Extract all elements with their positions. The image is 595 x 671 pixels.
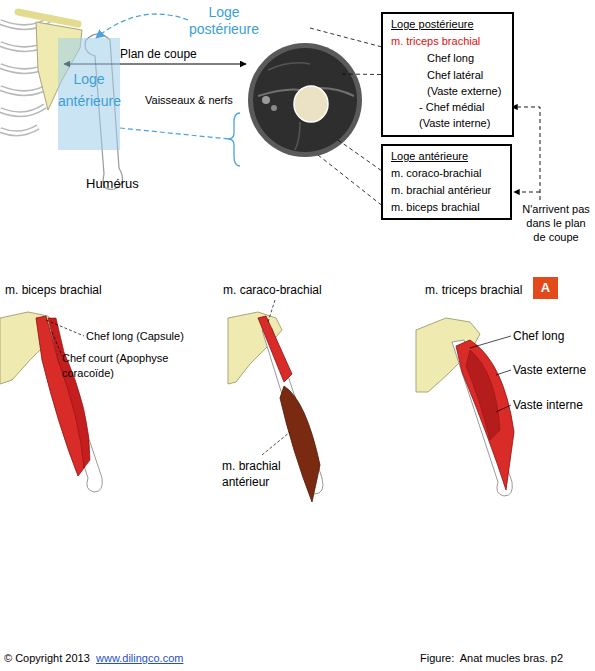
dashed-leader [318, 155, 389, 211]
part-label: Vaste interne [513, 399, 583, 412]
dashed-leader [52, 332, 62, 356]
brace [228, 113, 240, 166]
panel-badge: A [533, 277, 558, 299]
box-heading: Loge antérieure [391, 148, 510, 165]
rib [0, 127, 38, 133]
dashed-arrow [96, 14, 188, 38]
part-label: Chef long [513, 330, 564, 343]
rib [0, 106, 45, 114]
coracobrachialis-muscle [258, 316, 292, 382]
rib [0, 106, 45, 114]
ct-vessel [262, 96, 270, 104]
part-label: Vaste externe [513, 364, 586, 377]
vessels-label: Vaisseaux & nerfs [145, 94, 233, 107]
box-item: Chef long [427, 50, 512, 67]
leader-line [470, 336, 511, 348]
copyright-text: © Copyright 2013 [4, 652, 90, 665]
muscle-title: m. biceps brachial [5, 284, 102, 297]
part-label: m. brachial antérieur [222, 458, 292, 490]
triceps-muscle [456, 340, 514, 490]
box-item: m. brachial antérieur [391, 182, 510, 199]
figure-caption: Figure: Anat mucles bras. p2 [420, 652, 563, 665]
dashed-arrow [512, 107, 540, 200]
muscle-title: m. triceps brachial [425, 284, 522, 297]
note-label: N'arrivent pas dans le plan de coupe [519, 202, 593, 244]
clavicle [18, 12, 78, 24]
dashed-leader [120, 128, 229, 139]
website-link: www.dilingco.com [96, 652, 183, 665]
part-label: Chef court (Apophyse coracoïde) [62, 351, 174, 381]
compartment-band: Loge antérieure [58, 38, 120, 150]
leader-line [496, 370, 511, 375]
box-item: m. triceps brachial [391, 33, 512, 50]
ct-septum [268, 63, 310, 70]
ct-skin [248, 43, 362, 157]
cut-plane-label: Plan de coupe [120, 48, 197, 61]
ct-vessel [271, 105, 277, 111]
ct-septum [295, 122, 300, 150]
ct-muscle [253, 48, 357, 152]
dashed-leader [262, 432, 290, 455]
part-label: Chef long (Capsule) [86, 330, 216, 343]
dashed-leader [46, 320, 84, 336]
box-heading: Loge postérieure [391, 16, 512, 33]
box-item: m. coraco-brachial [391, 165, 510, 182]
dashed-leader [268, 300, 275, 322]
compartment-label: Loge postérieure [186, 4, 262, 38]
box-item: Chef latéral (Vaste externe) [427, 67, 507, 99]
box-item: m. biceps brachial [391, 199, 510, 216]
rib [0, 127, 38, 133]
dashed-arrow [514, 192, 540, 193]
bone-label: Humérus [86, 176, 139, 191]
box-item: - Chef médial (Vaste interne) [419, 99, 507, 131]
box-heading: Loge antérieure [58, 68, 120, 112]
legend-box: Loge antérieurem. coraco-brachialm. brac… [381, 144, 512, 220]
muscle-title: m. caraco-brachial [223, 284, 322, 297]
box-heading: A [533, 277, 558, 299]
brachialis-muscle [280, 386, 320, 502]
legend-box: Loge postérieurem. triceps brachialChef … [381, 12, 514, 137]
triceps-muscle [466, 350, 500, 440]
leader-line [496, 405, 511, 412]
biceps-muscle [48, 318, 90, 468]
ct-bone [294, 86, 328, 122]
